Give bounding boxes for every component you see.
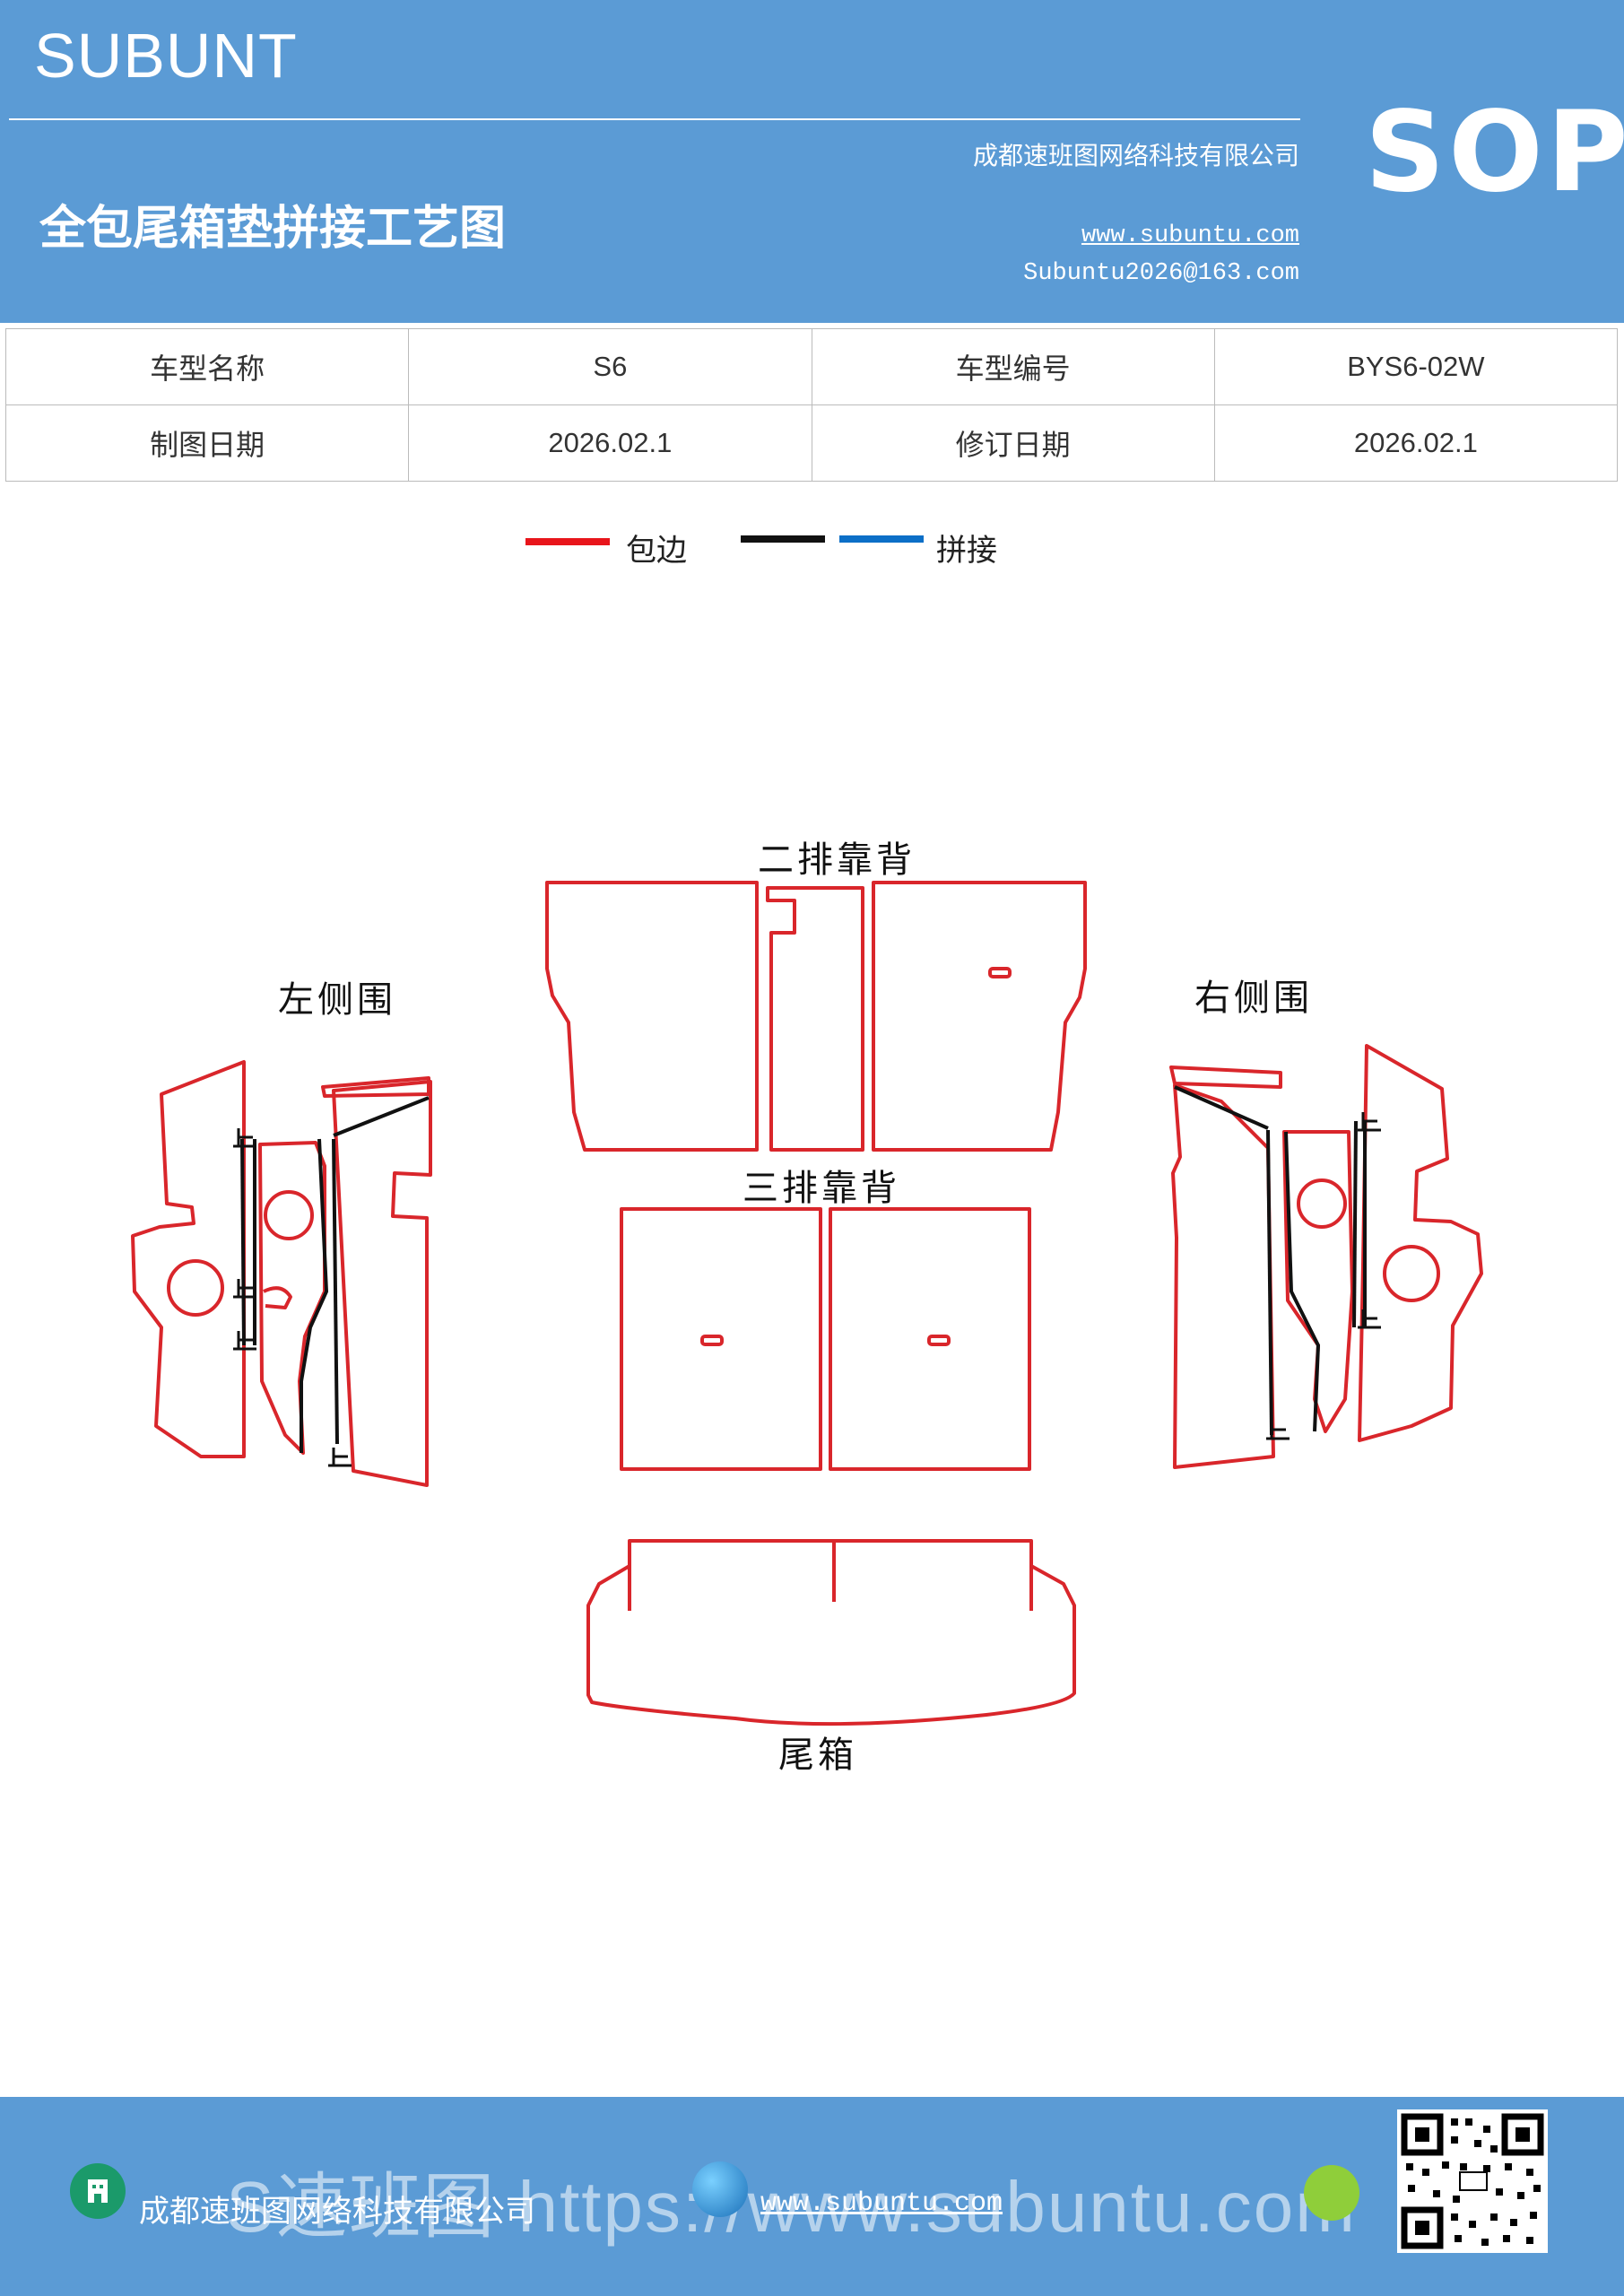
table-row: 车型名称 S6 车型编号 BYS6-02W bbox=[4, 328, 1619, 405]
second-row-middle-panel bbox=[766, 886, 864, 1152]
stop-mark-text: 止 bbox=[1293, 1435, 1294, 1438]
stop-mark-text: 止 bbox=[262, 1345, 263, 1348]
model-code-label: 车型编号 bbox=[811, 328, 1215, 405]
legend-red-swatch bbox=[525, 538, 610, 545]
third-row-right-panel bbox=[829, 1207, 1031, 1471]
left-splice-line-3 bbox=[332, 1138, 339, 1445]
label-left-side: 左侧围 bbox=[278, 979, 396, 1021]
sop-badge: SOP bbox=[1365, 88, 1624, 217]
left-splice-line-4 bbox=[300, 1138, 328, 1453]
right-side-middle-hole bbox=[1297, 1178, 1347, 1229]
stop-mark-left-4 bbox=[328, 1448, 352, 1467]
document-title: 全包尾箱垫拼接工艺图 bbox=[39, 202, 507, 256]
vehicle-info-table: 车型名称 S6 车型编号 BYS6-02W 制图日期 2026.02.1 修订日… bbox=[4, 328, 1619, 482]
second-row-slot bbox=[988, 967, 1012, 978]
label-second-row-back: 二排靠背 bbox=[758, 839, 916, 881]
legend-blue-swatch bbox=[839, 535, 924, 543]
second-row-right-panel bbox=[872, 881, 1087, 1152]
stop-mark-right-2 bbox=[1358, 1309, 1381, 1329]
left-side-middle-hole bbox=[264, 1190, 314, 1240]
label-trunk: 尾箱 bbox=[778, 1735, 857, 1776]
globe-icon bbox=[692, 2161, 748, 2217]
stop-mark-text: 止 bbox=[262, 1293, 263, 1296]
footer-company: 成都速班图网络科技有限公司 bbox=[139, 2194, 535, 2230]
right-side-middle-panel bbox=[1282, 1130, 1354, 1433]
table-row: 制图日期 2026.02.1 修订日期 2026.02.1 bbox=[4, 404, 1619, 482]
legend-black-swatch bbox=[741, 535, 825, 543]
right-side-top-strip bbox=[1169, 1065, 1282, 1089]
stop-mark-left-2 bbox=[233, 1279, 256, 1299]
footer-watermark: S速班图 https://www.subuntu.com bbox=[226, 2167, 1357, 2247]
right-splice-line-3 bbox=[1266, 1129, 1273, 1436]
draw-date-label: 制图日期 bbox=[4, 404, 410, 482]
header-banner bbox=[0, 0, 1624, 323]
left-side-top-strip bbox=[321, 1076, 430, 1098]
left-side-inner-panel bbox=[332, 1080, 432, 1487]
second-row-left-panel bbox=[545, 881, 759, 1152]
right-splice-line-4 bbox=[1284, 1131, 1320, 1432]
header-divider bbox=[9, 118, 1300, 120]
right-side-outer-panel bbox=[1358, 1044, 1483, 1442]
legend-binding-label: 包边 bbox=[626, 533, 687, 569]
model-code-value: BYS6-02W bbox=[1213, 328, 1619, 405]
brand-name: SUBUNT bbox=[34, 21, 298, 91]
model-name-value: S6 bbox=[408, 328, 812, 405]
third-row-left-slot bbox=[700, 1335, 724, 1346]
third-row-left-panel bbox=[620, 1207, 822, 1471]
left-side-outer-hole bbox=[167, 1259, 224, 1317]
label-third-row-back: 三排靠背 bbox=[743, 1168, 900, 1209]
stop-mark-text: 止 bbox=[353, 1462, 354, 1465]
building-icon bbox=[70, 2163, 126, 2219]
revision-date-value: 2026.02.1 bbox=[1213, 404, 1619, 482]
model-name-label: 车型名称 bbox=[4, 328, 410, 405]
right-splice-line-5 bbox=[1174, 1085, 1269, 1130]
right-splice-line-1 bbox=[1352, 1120, 1358, 1328]
draw-date-value: 2026.02.1 bbox=[408, 404, 812, 482]
label-right-side: 右侧围 bbox=[1194, 978, 1313, 1019]
legend-splice-label: 拼接 bbox=[936, 533, 997, 569]
third-row-right-slot bbox=[927, 1335, 951, 1346]
left-side-outer-panel bbox=[131, 1060, 246, 1458]
company-name: 成都速班图网络科技有限公司 bbox=[972, 141, 1299, 170]
logo-icon bbox=[1304, 2165, 1359, 2221]
right-side-outer-hole bbox=[1383, 1245, 1440, 1302]
website-link[interactable]: www.subuntu.com bbox=[1081, 222, 1299, 249]
right-side-inner-panel bbox=[1171, 1083, 1275, 1469]
email-address: Subuntu2026@163.com bbox=[1023, 260, 1299, 287]
qr-code bbox=[1397, 2109, 1548, 2253]
left-side-middle-panel bbox=[258, 1141, 326, 1455]
left-splice-line-1 bbox=[240, 1138, 246, 1346]
stop-mark-right-3 bbox=[1266, 1421, 1290, 1440]
trunk-panel bbox=[586, 1539, 1076, 1726]
stop-mark-right-1 bbox=[1358, 1112, 1381, 1132]
left-splice-line-5 bbox=[333, 1096, 430, 1137]
left-side-middle-notch bbox=[263, 1286, 292, 1309]
footer-website-link[interactable]: www.subuntu.com bbox=[760, 2188, 1003, 2219]
stop-mark-text: 止 bbox=[262, 1143, 263, 1145]
revision-date-label: 修订日期 bbox=[811, 404, 1215, 482]
stop-mark-left-3 bbox=[233, 1331, 256, 1351]
stop-mark-left-1 bbox=[233, 1128, 256, 1148]
